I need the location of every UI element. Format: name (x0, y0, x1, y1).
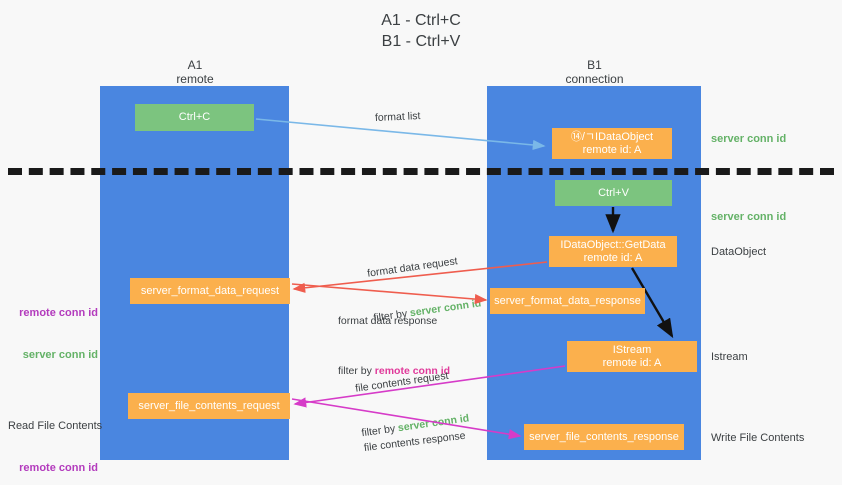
note-istream: Istream (711, 351, 748, 363)
box-idataobject[interactable]: ⑭/ㄱIDataObject remote id: A (552, 128, 672, 159)
box-server-file-contents-request[interactable]: server_file_contents_request (128, 393, 290, 419)
note-remote-conn-id-2: remote conn id (19, 462, 98, 474)
note-read-file-contents: Read File Contents (8, 420, 103, 432)
edge-label-line2: filter by remote conn id (348, 481, 473, 485)
edge-label-line1: format data response (338, 315, 438, 327)
box-server-file-contents-response[interactable]: server_file_contents_response (524, 424, 684, 450)
phase-divider (8, 168, 834, 175)
edge-label-line1: file contents response (363, 429, 467, 455)
edge-label-format-list: format list (374, 110, 421, 124)
note-write-file-contents: Write File Contents (711, 432, 805, 444)
note-server-conn-id-top: server conn id (711, 133, 787, 145)
box-ctrl-c[interactable]: Ctrl+C (135, 104, 254, 131)
note-conn-ids-file: Read File Contents remote conn id server… (8, 391, 103, 485)
note-conn-ids-format: remote conn id server conn id (8, 278, 98, 390)
box-istream[interactable]: IStream remote id: A (567, 341, 697, 372)
note-server-conn-id: server conn id (22, 349, 98, 361)
column-header-a1: A1 remote (176, 58, 214, 86)
box-server-format-data-response[interactable]: server_format_data_response (490, 288, 645, 314)
edge-label-line1: file contents request (354, 369, 450, 395)
box-idataobject-getdata[interactable]: IDataObject::GetData remote id: A (549, 236, 677, 267)
note-dataobject: DataObject (711, 246, 767, 258)
note-remote-conn-id: remote conn id (19, 307, 98, 319)
page-title: A1 - Ctrl+C B1 - Ctrl+V (381, 12, 461, 50)
box-ctrl-v[interactable]: Ctrl+V (555, 180, 672, 206)
box-server-format-data-request[interactable]: server_format_data_request (130, 278, 290, 304)
edge-label-file-contents-response: file contents response filter by remote … (338, 399, 477, 485)
column-header-b1: B1 connection (565, 58, 624, 86)
edge-label-line1: format data request (366, 255, 459, 280)
note-server-conn-id-mid: server conn id (711, 211, 787, 223)
